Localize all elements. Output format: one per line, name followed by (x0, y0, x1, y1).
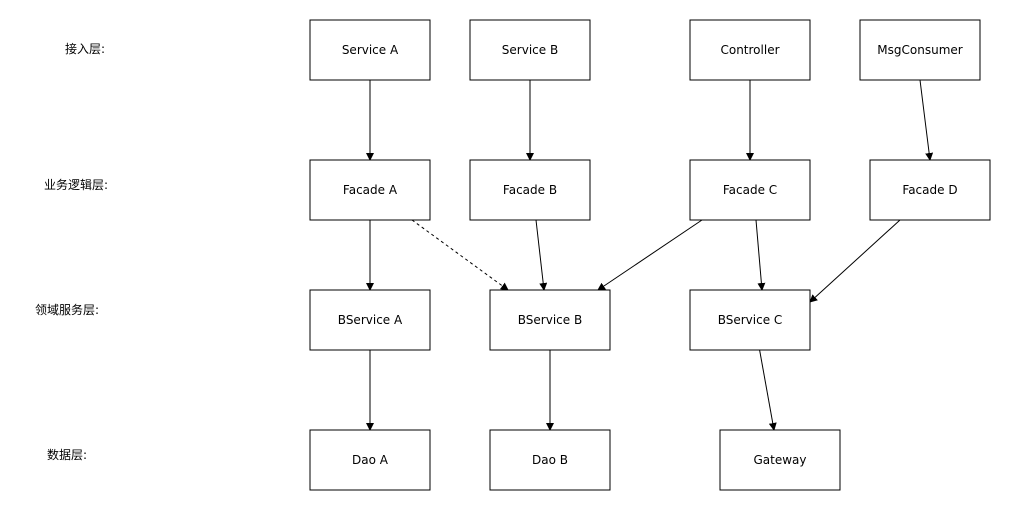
node-facade-d[interactable]: Facade D (869, 159, 991, 221)
node-service-a[interactable]: Service A (309, 19, 431, 81)
layer-label-domain: 领域服务层: (35, 302, 99, 317)
node-label: Gateway (753, 453, 806, 467)
layer-label-access: 接入层: (65, 41, 105, 56)
node-label: Facade B (503, 183, 557, 197)
node-bservice-b[interactable]: BService B (489, 289, 611, 351)
node-gateway[interactable]: Gateway (719, 429, 841, 491)
node-label: BService A (338, 313, 403, 327)
node-label: BService B (518, 313, 582, 327)
layer-label-business: 业务逻辑层: (44, 177, 108, 192)
node-label: Facade A (343, 183, 398, 197)
edge-facade-c-to-bservice-c (755, 219, 766, 291)
node-label: MsgConsumer (877, 43, 962, 57)
node-label: Dao B (532, 453, 568, 467)
node-dao-b[interactable]: Dao B (489, 429, 611, 491)
node-label: Facade C (723, 183, 777, 197)
node-label: Service A (342, 43, 399, 57)
edge-bservice-c-to-gateway (759, 349, 777, 431)
node-label: Service B (502, 43, 558, 57)
node-facade-c[interactable]: Facade C (689, 159, 811, 221)
node-bservice-a[interactable]: BService A (309, 289, 431, 351)
node-dao-a[interactable]: Dao A (309, 429, 431, 491)
edge-facade-c-to-bservice-b (597, 219, 703, 291)
edge-msg-consumer-to-facade-d (919, 79, 934, 161)
node-facade-b[interactable]: Facade B (469, 159, 591, 221)
node-facade-a[interactable]: Facade A (309, 159, 431, 221)
node-bservice-c[interactable]: BService C (689, 289, 811, 351)
node-label: Dao A (352, 453, 389, 467)
edge-facade-d-to-bservice-c (809, 219, 901, 303)
node-service-b[interactable]: Service B (469, 19, 591, 81)
node-label: BService C (718, 313, 783, 327)
node-label: Controller (720, 43, 779, 57)
edges (366, 79, 934, 431)
node-controller[interactable]: Controller (689, 19, 811, 81)
edge-facade-b-to-bservice-b (535, 219, 548, 291)
node-label: Facade D (902, 183, 957, 197)
layer-label-data: 数据层: (47, 447, 87, 462)
edge-facade-a-to-bservice-b (411, 219, 509, 291)
node-msg-consumer[interactable]: MsgConsumer (859, 19, 981, 81)
